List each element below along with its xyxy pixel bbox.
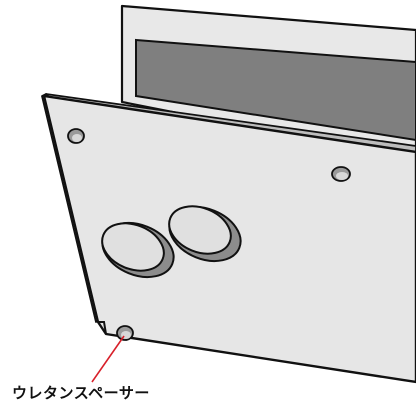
- screw-hole: [67, 128, 85, 144]
- screw-hole: [116, 325, 134, 341]
- callout-label: ウレタンスペーサー: [12, 384, 150, 402]
- panel-corner-notch: [98, 321, 107, 335]
- urethane-spacer-pad: [168, 205, 242, 263]
- screw-hole: [331, 166, 351, 182]
- urethane-spacer-pad: [101, 221, 175, 279]
- back-frame: [120, 4, 416, 162]
- callout-leader-line: [91, 335, 125, 383]
- screen-area: [135, 38, 416, 142]
